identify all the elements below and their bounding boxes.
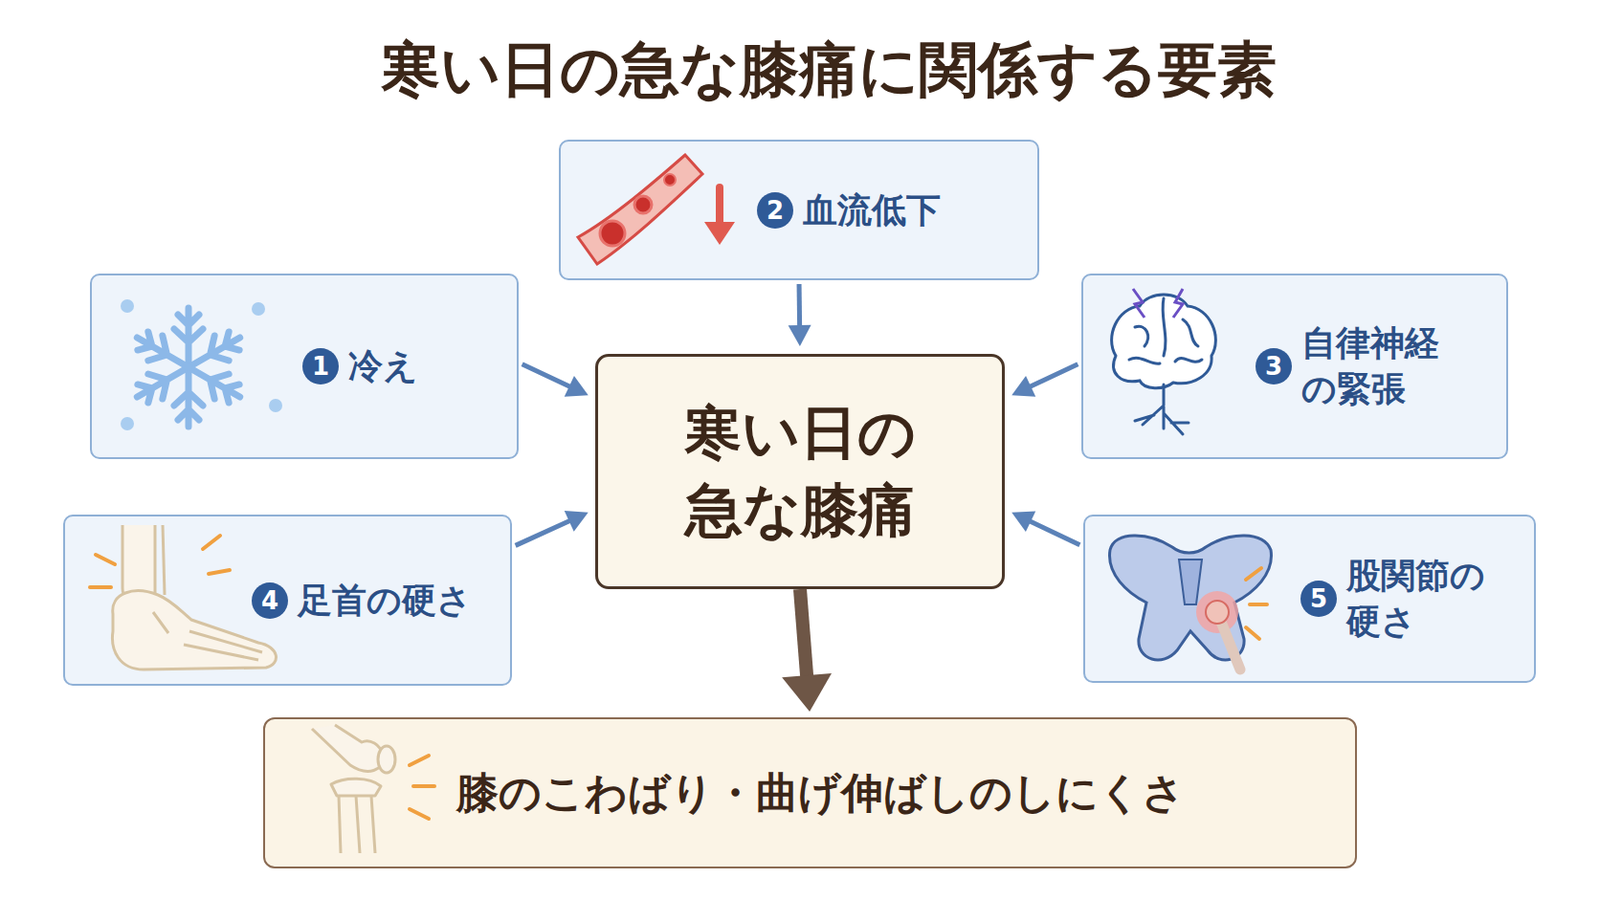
node-label: 血流低下	[802, 187, 941, 234]
node-label: 寒い日の 急な膝痛	[656, 394, 944, 550]
brain-fold	[1129, 298, 1202, 364]
arrow-head	[781, 673, 832, 712]
connector-line	[1028, 364, 1078, 388]
factor-box: 2血流低下	[558, 139, 1040, 281]
hip-joint-glow	[1196, 591, 1239, 634]
fibula-bone	[162, 525, 165, 596]
snowflake-arm	[181, 325, 248, 380]
brain-stem	[1134, 384, 1189, 435]
callout-number: 3	[1255, 348, 1292, 385]
node-label: 膝のこわばり・曲げ伸ばしのしにくさ	[456, 765, 1185, 821]
brain-icon	[1111, 294, 1217, 435]
factor-box: 1冷え	[89, 273, 519, 460]
tibia-bone	[122, 525, 156, 606]
arrow-head	[564, 511, 589, 533]
node-label: 足首の硬さ	[297, 577, 472, 624]
pain-mark	[208, 570, 230, 575]
connector-arrow	[781, 589, 832, 712]
brain-outline	[1111, 294, 1217, 389]
connector-line	[515, 520, 572, 546]
snow-dot	[268, 399, 283, 413]
knee-skeleton	[311, 725, 396, 854]
callout-number: 1	[302, 348, 339, 385]
blood-vessel	[577, 155, 703, 265]
snowflake-arm-path	[181, 355, 248, 410]
arrow-head	[1011, 511, 1036, 533]
snowflake-arm	[130, 355, 197, 410]
snowflake-arm	[174, 308, 203, 368]
node-label: 股関節の 硬さ	[1346, 553, 1519, 645]
snowflake-arm	[130, 325, 197, 380]
pain-mark	[1249, 602, 1267, 607]
snowflake-icon	[130, 308, 247, 427]
blood-cell	[634, 196, 652, 214]
metatarsal-lines	[153, 612, 263, 661]
node-label: 自律神経 の緊張	[1301, 320, 1474, 412]
node-label: 冷え	[348, 343, 419, 390]
arrow-head	[788, 325, 812, 347]
tibia-bone	[338, 796, 376, 854]
sacrum-bone	[1178, 559, 1202, 605]
pelvis-bone	[1110, 535, 1272, 661]
pain-mark	[89, 585, 112, 590]
connector-arrow	[1011, 364, 1078, 398]
factor-box: 3自律神経 の緊張	[1081, 273, 1509, 460]
pain-mark	[202, 535, 221, 550]
pain-mark	[413, 784, 435, 789]
arrow-head	[564, 376, 589, 398]
snowflake-arm-path	[174, 367, 203, 427]
snow-dot	[120, 299, 134, 313]
foot-skeleton	[111, 525, 276, 670]
decrease-arrow-head	[704, 222, 735, 245]
snowflake-arm	[174, 367, 203, 427]
pain-marks	[1245, 568, 1267, 640]
snowflake-arm	[181, 355, 248, 410]
arrow-head	[1011, 376, 1036, 398]
connector-arrow	[788, 284, 812, 347]
pain-marks	[89, 535, 230, 588]
tibia-plate	[331, 778, 381, 797]
connector-line	[797, 284, 803, 328]
connector-line	[800, 589, 807, 678]
lightning-bolt	[1133, 288, 1145, 318]
factor-box: 5股関節の 硬さ	[1083, 514, 1536, 684]
snow-dot	[251, 302, 266, 316]
foot-bone	[111, 591, 276, 670]
connector-arrow	[1011, 511, 1080, 545]
snowflake-arm-path	[174, 308, 203, 368]
blood-cell	[664, 174, 676, 186]
lightning-bolt	[1173, 288, 1183, 318]
callout-number: 5	[1300, 580, 1337, 618]
snowflake-arm-path	[130, 355, 197, 410]
snow-dot	[120, 417, 134, 431]
femur-bone	[311, 725, 383, 772]
pain-mark	[409, 755, 429, 766]
patella-bone	[377, 746, 396, 774]
connector-arrow	[515, 511, 589, 546]
femur-head	[1205, 600, 1229, 624]
connector-line	[522, 364, 572, 388]
decrease-arrow-shaft	[715, 187, 724, 228]
pain-marks	[409, 755, 435, 820]
callout-number: 2	[756, 192, 794, 229]
femur-bone	[1221, 622, 1241, 670]
blood-cell	[600, 221, 625, 246]
pain-mark	[95, 555, 115, 565]
factor-box: 4足首の硬さ	[63, 514, 512, 687]
connector-arrow	[522, 364, 589, 398]
snowflake-arm-path	[130, 325, 197, 380]
result-box: 膝のこわばり・曲げ伸ばしのしにくさ	[263, 717, 1357, 869]
pain-mark	[409, 809, 429, 820]
callout-number: 4	[251, 582, 289, 620]
snowflake-arm-path	[181, 325, 248, 380]
main-symptom-box: 寒い日の 急な膝痛	[595, 354, 1005, 590]
connector-line	[1028, 520, 1080, 545]
pain-mark	[1245, 627, 1260, 640]
pain-mark	[1245, 568, 1262, 580]
diagram-title: 寒い日の急な膝痛に関係する要素	[380, 34, 1277, 106]
